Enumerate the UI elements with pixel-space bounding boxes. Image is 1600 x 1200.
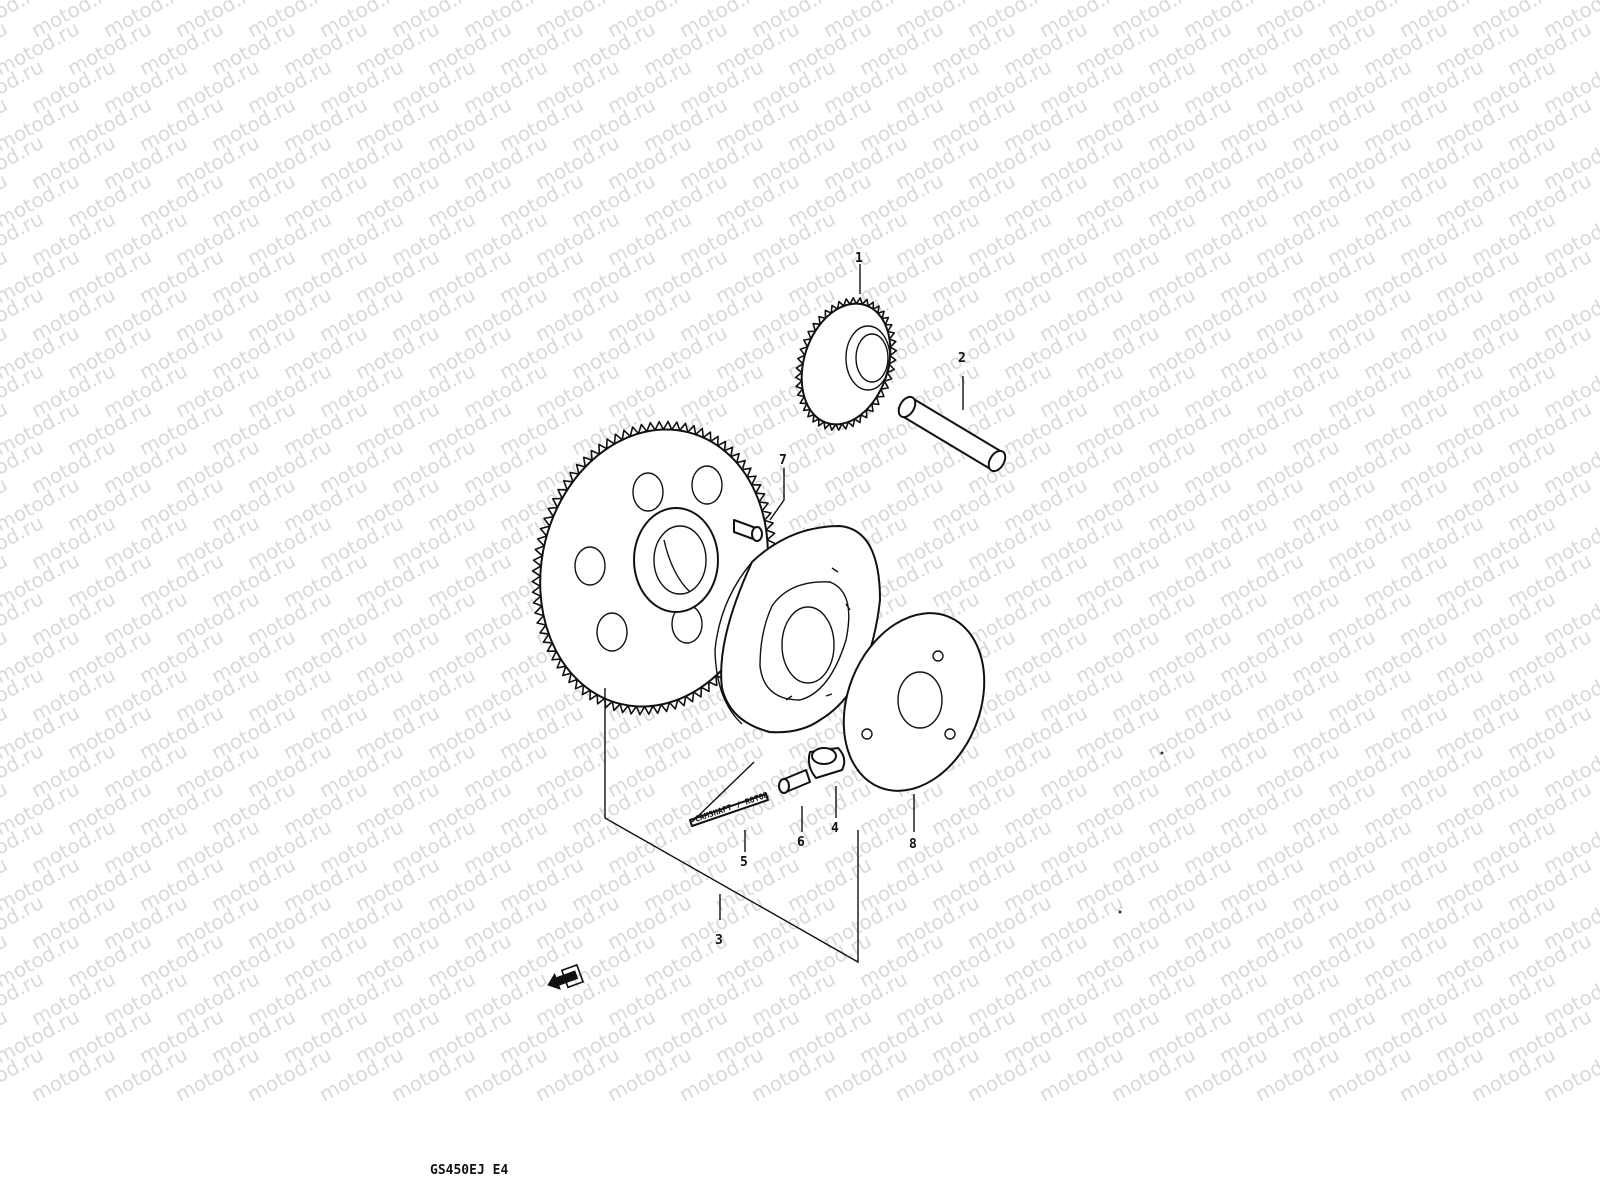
callout-1: 1	[855, 251, 863, 266]
roller-part-4[interactable]	[807, 747, 846, 779]
callout-5: 5	[740, 855, 748, 870]
clutch-body-outer	[720, 525, 881, 734]
cap-part-6[interactable]	[778, 769, 811, 794]
leader-lines	[604, 264, 964, 964]
shaft-2-end-b	[987, 449, 1007, 473]
gear-1-bore	[855, 333, 889, 383]
starter-clutch-body[interactable]	[714, 525, 881, 734]
front-direction-arrow-icon	[547, 963, 585, 990]
clutch-body-rim	[714, 561, 753, 725]
plate-8-bore	[897, 671, 943, 729]
callout-2: 2	[958, 351, 966, 366]
clutch-body-bore	[781, 606, 835, 684]
shaft-2-end-a	[897, 395, 917, 419]
starter-driven-gear-part-3[interactable]	[511, 405, 796, 731]
pin-7-end	[751, 526, 763, 542]
gear-3-hole-2	[691, 465, 723, 505]
leader-7	[769, 468, 785, 521]
idle-gear-part-1[interactable]	[787, 292, 905, 436]
gear-3-hole-1	[632, 472, 664, 512]
clutch-roller-slots	[785, 567, 851, 701]
gear-1-small-gear	[845, 325, 891, 391]
scan-dot	[1118, 910, 1122, 914]
pin-part-7[interactable]	[733, 519, 763, 542]
roller-4-top	[811, 747, 837, 765]
gear-3-hub-bore	[653, 525, 707, 595]
callout-3: 3	[715, 933, 723, 948]
callout-7: 7	[779, 453, 787, 468]
gear-3-hole-4	[596, 612, 628, 652]
callout-8: 8	[909, 837, 917, 852]
spring-5-body	[689, 793, 769, 827]
callout-4: 4	[831, 821, 839, 836]
model-code-label: GS450EJ E4	[430, 1163, 508, 1178]
plate-8-hole-b	[944, 728, 956, 740]
cap-6-end	[778, 778, 790, 794]
plate-8-hole-a	[861, 728, 873, 740]
gear-3-hub-edge	[663, 539, 691, 593]
plate-8-outer	[842, 612, 986, 792]
idle-gear-shaft-part-2[interactable]	[895, 394, 1008, 474]
scan-dot	[1160, 751, 1164, 755]
bracket-3	[604, 688, 859, 964]
plate-part-8[interactable]	[818, 592, 1009, 812]
spring-5-leader	[691, 761, 755, 823]
callout-6: 6	[797, 835, 805, 850]
gear-3-hole-3	[574, 546, 606, 586]
clutch-body-inner	[759, 581, 850, 701]
plate-8-hole-c	[932, 650, 944, 662]
